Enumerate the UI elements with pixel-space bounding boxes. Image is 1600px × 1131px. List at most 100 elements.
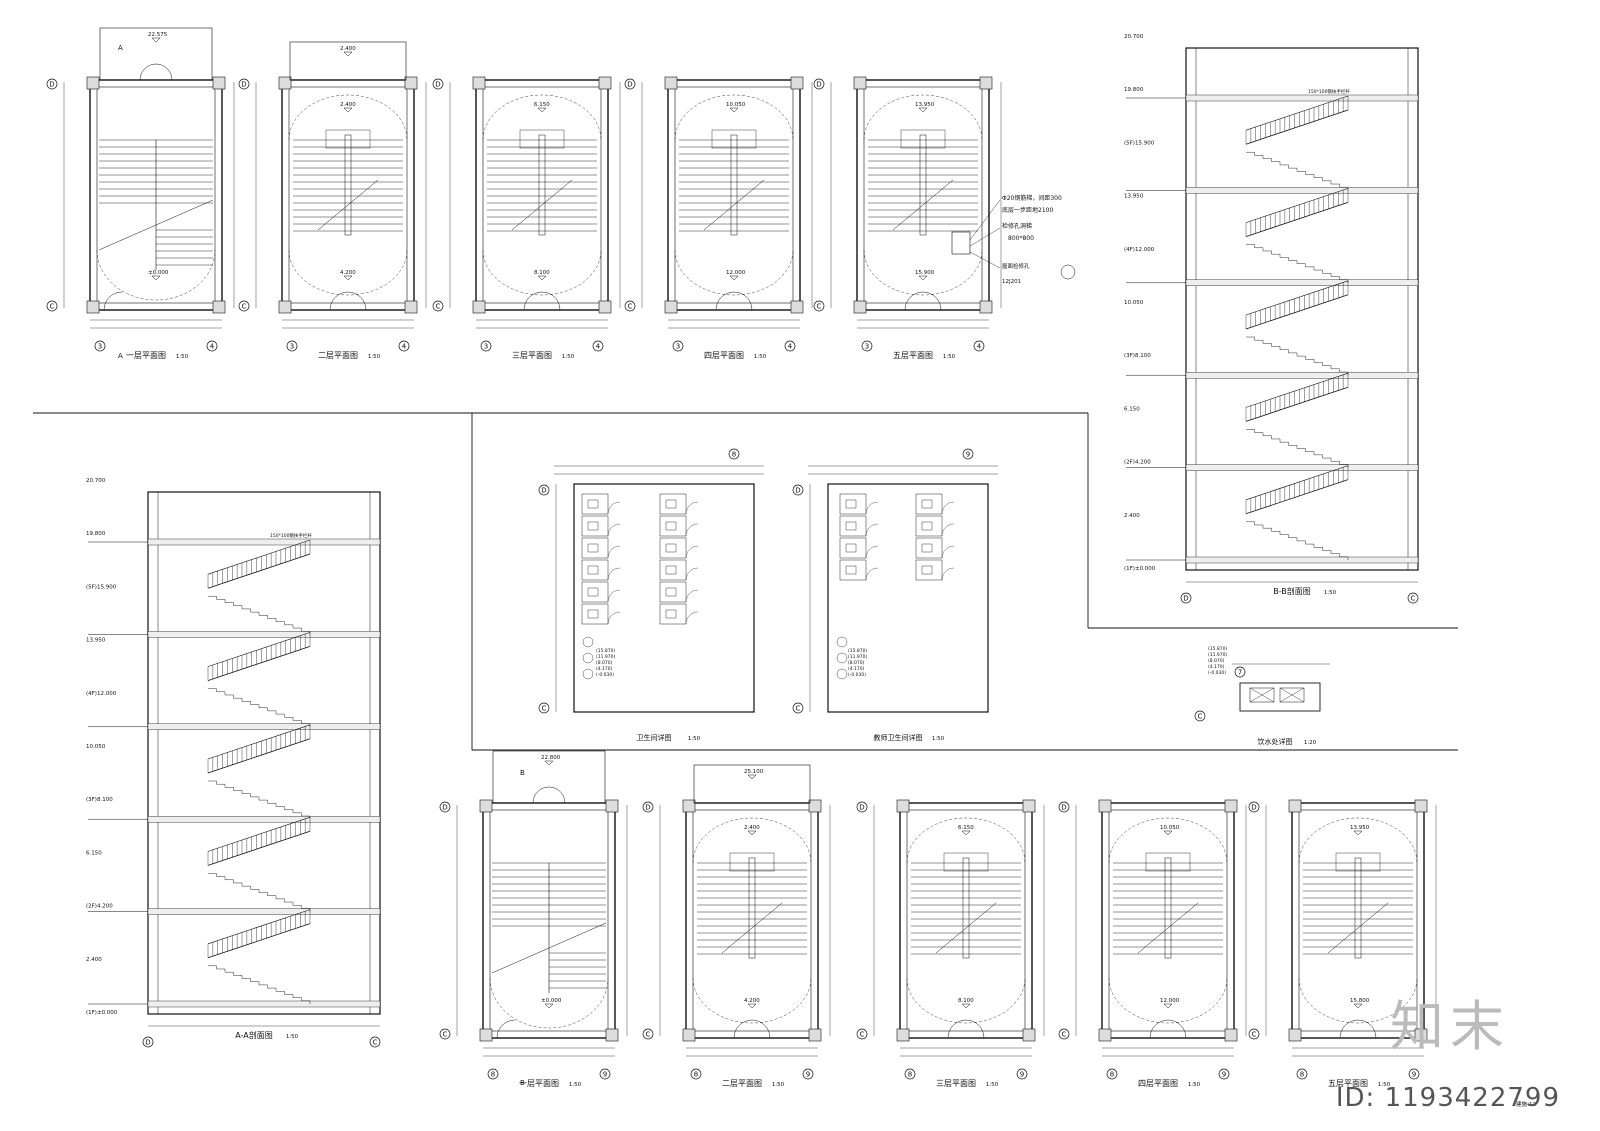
top-plan-4-wall-inner (863, 86, 983, 304)
toilet-main-fixture-0-1 (587, 521, 599, 531)
toilet-main-axis-top: D (541, 487, 546, 495)
bot-plan-4-elev-bot-tri (1353, 1003, 1363, 1009)
section-b-axis-left: D (1183, 595, 1188, 603)
bot-plan-2-axis-bottom-circle (856, 1028, 868, 1040)
toilet-teacher-sink-0 (836, 636, 848, 648)
section-a-flight-down-2 (208, 780, 311, 820)
top-plan-4-column-3 (979, 300, 993, 314)
top-plan-2-elev-mid: 6.150 (534, 102, 550, 108)
bot-plan-4-axis-bottom-circle (1248, 1028, 1260, 1040)
bot-plan-0-vestibule (492, 750, 606, 804)
bot-plan-3-scale: 1:50 (1188, 1082, 1201, 1088)
bot-plan-1-break-line (721, 902, 783, 954)
bot-plan-2-landing-arc-top (906, 817, 1026, 864)
section-b-level-7: 6.150 (1124, 406, 1140, 412)
top-plan-3-landing-rail (711, 129, 757, 149)
top-plan-1-break-line (317, 179, 379, 231)
section-a-slab-3 (147, 816, 381, 823)
bot-plan-2-axis-top-circle (856, 801, 868, 813)
bot-plan-1-elev-mid-tri (747, 830, 757, 836)
section-a-handrail-3 (207, 816, 311, 852)
toilet-main-stall-0-1 (581, 515, 609, 537)
toilet-main-elev-4: (-0.030) (596, 672, 614, 678)
toilet-main-stall-door-0-3 (607, 567, 621, 581)
bot-plan-0-column-3 (605, 1028, 619, 1042)
note-ladder-first: 底层一步距地2100 (1002, 206, 1053, 214)
top-plan-0-axis-left: 3 (98, 343, 102, 351)
bot-plan-4-title: 五层平面图 (1328, 1079, 1368, 1088)
top-plan-2-axis-bottom: C (436, 303, 441, 311)
section-b-level-4: (4F)12.000 (1124, 247, 1155, 253)
section-a-level-1: 19.800 (86, 531, 106, 537)
section-mark-b-bottom: B (520, 1079, 525, 1087)
toilet-main-stall-0-4 (581, 581, 609, 603)
top-plan-1-landing-rail (325, 129, 371, 149)
toilet-main-stall-door-0-4 (607, 589, 621, 603)
section-b-flight-down-4 (1246, 521, 1349, 560)
top-plan-2-column-1 (598, 76, 612, 90)
bot-plan-3-landing-arc-bot (1108, 977, 1228, 1024)
section-b-flight-up-0 (1245, 109, 1349, 145)
bot-plan-1-axis-left: 8 (694, 1071, 698, 1079)
top-plan-0-vestibule (99, 27, 213, 81)
section-a-level-6: (3F)8.100 (86, 797, 113, 803)
toilet-teacher-fixture-0-0 (845, 499, 857, 509)
section-b-flight-up-2 (1245, 294, 1349, 330)
bot-plan-0-axis-bottom: C (443, 1031, 448, 1039)
toilet-main-stall-door-0-0 (607, 501, 621, 515)
top-plan-0-elev-bot-tri (151, 275, 161, 281)
top-plan-3-axis-left: 3 (676, 343, 680, 351)
top-plan-0-column-1 (212, 76, 226, 90)
section-b-flight-down-0 (1246, 151, 1349, 191)
note-hatch-title: 检修孔洞梯 (1002, 222, 1032, 230)
toilet-main-sink-0 (582, 636, 594, 648)
top-plan-3-column-2 (664, 300, 678, 314)
top-plan-3-column-1 (790, 76, 804, 90)
top-plan-2-wall-inner (482, 86, 602, 304)
top-plan-2-axis-left-circle (480, 340, 492, 352)
toilet-teacher-fixture-1-3 (921, 565, 933, 575)
bot-plan-3-axis-right: 9 (1222, 1071, 1226, 1079)
top-plan-4-axis-left: 3 (865, 343, 869, 351)
top-plan-1-scale: 1:50 (368, 354, 381, 360)
drink-elev-2: (8.070) (1208, 658, 1225, 664)
section-b-level-6: (3F)8.100 (1124, 353, 1151, 359)
top-plan-0-column-2 (86, 300, 100, 314)
top-plan-3-column-0 (664, 76, 678, 90)
bot-plan-1-door-bottom (733, 1019, 771, 1039)
bot-plan-0-column-2 (479, 1028, 493, 1042)
toilet-teacher-stall-door-1-0 (941, 501, 955, 515)
top-plan-4-column-2 (853, 300, 867, 314)
bot-plan-1-axis-bottom: C (646, 1031, 651, 1039)
toilet-main-stall-door-1-3 (685, 567, 699, 581)
bot-plan-0-wall-inner (489, 809, 609, 1032)
bot-plan-4-landing-arc-bot (1298, 977, 1418, 1024)
bot-plan-1-elev-top-tri (747, 774, 757, 780)
toilet-main-stall-1-5 (659, 603, 687, 625)
drink-x-2 (1249, 687, 1275, 703)
toilet-teacher-stall-1-3 (915, 559, 943, 581)
section-a-axis-right: C (373, 1039, 378, 1047)
toilet-teacher-axis-col: 9 (966, 451, 970, 459)
bot-plan-1-scale: 1:50 (772, 1082, 785, 1088)
bot-plan-4-elev-mid-tri (1353, 830, 1363, 836)
bot-plan-4-landing-rail (1335, 852, 1381, 872)
section-a-flight-up-3 (207, 830, 311, 866)
bot-plan-2-column-2 (896, 1028, 910, 1042)
toilet-main-outline (573, 483, 755, 713)
bot-plan-0-axis-bottom-circle (439, 1028, 451, 1040)
top-plan-0-axis-left-circle (94, 340, 106, 352)
top-plan-1-axis-left: 3 (290, 343, 294, 351)
bot-plan-3-column-3 (1224, 1028, 1238, 1042)
toilet-teacher-axis-top-circle (792, 484, 804, 496)
bot-plan-1-axis-left-circle (690, 1068, 702, 1080)
note-detail-circle (1060, 264, 1076, 280)
section-a-railing-note: 150*100钢扶手栏杆 (270, 532, 312, 539)
bot-plan-3-axis-right-circle (1218, 1068, 1230, 1080)
section-b-handrail-4 (1245, 465, 1349, 501)
toilet-teacher-scale: 1:50 (932, 736, 945, 742)
bot-plan-4-axis-left: 8 (1300, 1071, 1304, 1079)
section-a-level-10: (1F)±0.000 (86, 1010, 118, 1016)
